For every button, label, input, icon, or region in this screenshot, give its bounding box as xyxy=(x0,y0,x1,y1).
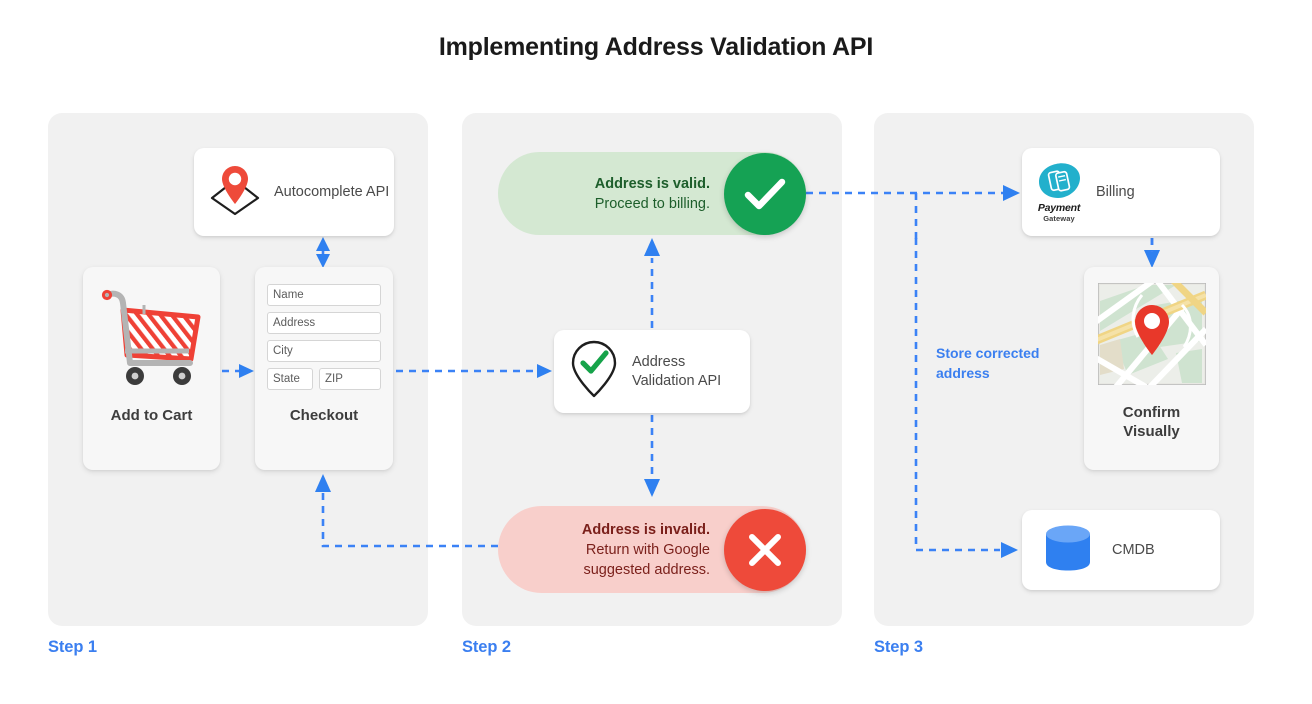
store-corrected-address-note: Store corrected address xyxy=(936,345,1040,381)
valid-line-1: Address is valid. xyxy=(594,175,710,192)
confirm-visually-label: Confirm Visually xyxy=(1123,403,1181,441)
city-field[interactable]: City xyxy=(267,340,381,362)
shopping-cart-icon xyxy=(97,281,207,394)
add-to-cart-card[interactable]: Add to Cart xyxy=(83,267,220,470)
address-valid-banner: Address is valid. Proceed to billing. xyxy=(498,152,806,235)
check-circle-icon xyxy=(724,152,806,235)
invalid-line-3: suggested address. xyxy=(583,561,710,578)
name-field[interactable]: Name xyxy=(267,284,381,306)
checkout-label: Checkout xyxy=(289,407,359,424)
confirm-visually-card[interactable]: Confirm Visually xyxy=(1084,267,1219,470)
invalid-line-2: Return with Google xyxy=(585,541,710,558)
checkout-form: Name Address City State ZIP xyxy=(267,284,381,390)
address-valid-text: Address is valid. Proceed to billing. xyxy=(595,174,724,214)
step-2-label: Step 2 xyxy=(462,638,511,656)
page-title: Implementing Address Validation API xyxy=(438,33,874,61)
map-pin-on-diamond-icon xyxy=(206,164,264,221)
map-thumbnail-icon xyxy=(1091,274,1208,390)
pin-check-icon xyxy=(568,338,620,405)
validation-line-2: Validation API xyxy=(632,372,722,389)
address-invalid-text: Address is invalid. Return with Google s… xyxy=(582,520,724,580)
state-zip-row: State ZIP xyxy=(267,368,381,390)
database-cylinder-icon xyxy=(1042,523,1094,578)
payment-logo-line-1: Payment xyxy=(1037,202,1081,214)
zip-field[interactable]: ZIP xyxy=(319,368,381,390)
add-to-cart-label: Add to Cart xyxy=(110,407,193,424)
cmdb-label: CMDB xyxy=(1112,541,1155,558)
address-validation-api-label: Address Validation API xyxy=(632,353,721,391)
address-field[interactable]: Address xyxy=(267,312,381,334)
state-field[interactable]: State xyxy=(267,368,313,390)
confirm-line-1: Confirm xyxy=(1122,404,1181,421)
payment-gateway-logo-icon: Payment Gateway xyxy=(1036,161,1082,223)
step-1-label: Step 1 xyxy=(48,638,97,656)
confirm-line-2: Visually xyxy=(1123,423,1180,440)
address-validation-api-card[interactable]: Address Validation API xyxy=(554,330,750,413)
payment-logo-line-2: Gateway xyxy=(1043,214,1075,223)
cmdb-card[interactable]: CMDB xyxy=(1022,510,1220,590)
autocomplete-api-label: Autocomplete API xyxy=(274,183,390,200)
autocomplete-api-card[interactable]: Autocomplete API xyxy=(194,148,394,236)
valid-line-2: Proceed to billing. xyxy=(594,195,710,212)
checkout-card[interactable]: Name Address City State ZIP Checkout xyxy=(255,267,393,470)
x-circle-icon xyxy=(724,508,806,591)
billing-label: Billing xyxy=(1096,183,1135,200)
step-3-label: Step 3 xyxy=(874,638,923,656)
address-invalid-banner: Address is invalid. Return with Google s… xyxy=(498,506,806,593)
invalid-line-1: Address is invalid. xyxy=(581,521,710,538)
billing-card[interactable]: Payment Gateway Billing xyxy=(1022,148,1220,236)
validation-line-1: Address xyxy=(632,353,686,370)
